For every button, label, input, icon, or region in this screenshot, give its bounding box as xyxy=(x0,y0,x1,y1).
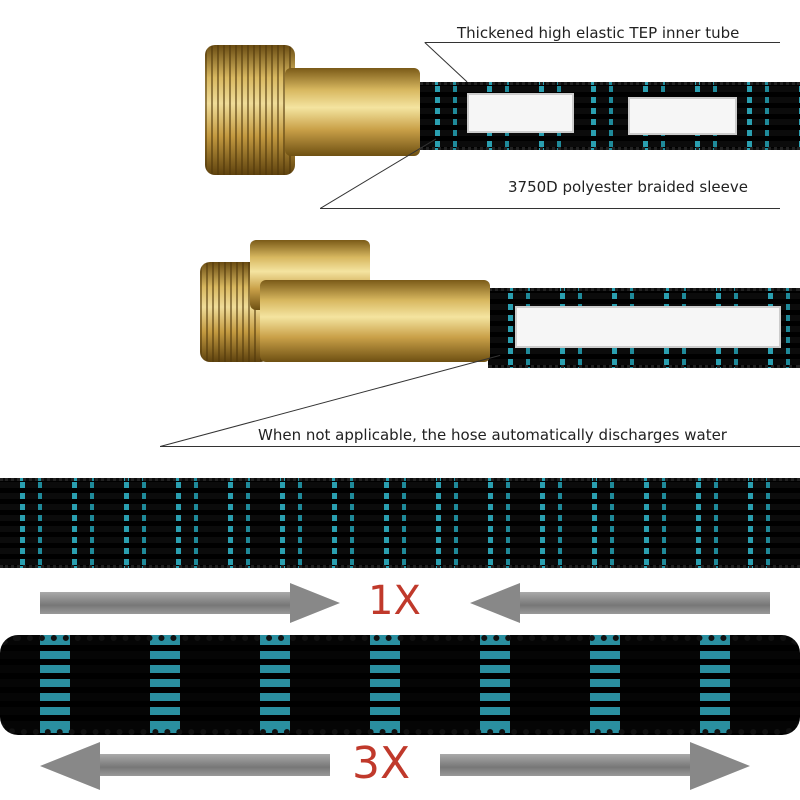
arrow-left-icon xyxy=(100,754,330,776)
hose-contracted xyxy=(0,478,800,568)
callout-line xyxy=(424,42,468,83)
auto-discharge-label: When not applicable, the hose automatica… xyxy=(258,426,727,444)
brass-connector-body xyxy=(285,68,420,156)
inner-tube-window xyxy=(515,306,781,348)
callout-line xyxy=(160,446,800,447)
callout-line xyxy=(425,42,780,43)
arrow-left-head xyxy=(470,583,520,623)
inner-tube-window xyxy=(467,93,574,133)
arrow-left-icon xyxy=(520,592,770,614)
expanded-multiplier: 3X xyxy=(352,738,411,789)
arrow-left-head xyxy=(40,742,100,790)
contracted-multiplier: 1X xyxy=(368,578,421,624)
arrow-right-icon xyxy=(440,754,690,776)
arrow-right-head xyxy=(690,742,750,790)
inner-tube-window xyxy=(628,97,737,135)
arrow-right-head xyxy=(290,583,340,623)
brass-connector-nut xyxy=(205,45,295,175)
callout-line xyxy=(320,208,780,209)
inner-tube-label: Thickened high elastic TEP inner tube xyxy=(457,24,740,42)
hose-expanded xyxy=(0,635,800,735)
valve-body xyxy=(260,280,490,362)
sleeve-label: 3750D polyester braided sleeve xyxy=(508,178,748,196)
arrow-right-icon xyxy=(40,592,290,614)
